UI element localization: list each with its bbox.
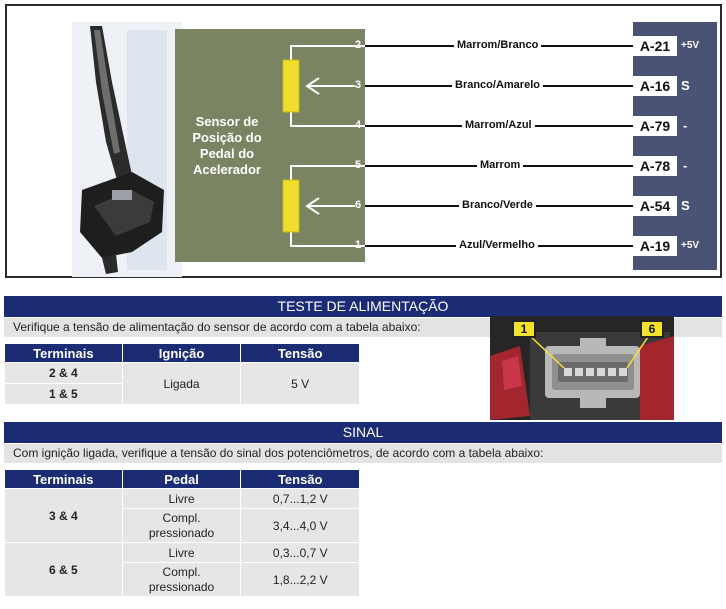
pedal-cell: Compl. pressionado [121, 508, 242, 543]
table-header-row: Terminais Pedal Tensão [4, 469, 360, 489]
table-row: 1 & 5 [4, 383, 360, 405]
ignicao-cell: Ligada [121, 362, 242, 405]
terminal-label: A-54 [633, 196, 677, 216]
column-header: Terminais [4, 343, 123, 363]
section-title-alimentacao: TESTE DE ALIMENTAÇÃO [4, 296, 722, 317]
table-row: 2 & 4 Ligada 5 V [4, 362, 360, 405]
signal-label: +5V [681, 40, 700, 51]
pin-number: 1 [355, 239, 362, 251]
table-sinal: Terminais Pedal Tensão 3 & 4 Livre 0,7..… [4, 469, 360, 597]
pin-1-callout: 1 [512, 320, 536, 338]
column-header: Tensão [240, 343, 360, 363]
table-row: Compl. pressionado 3,4...4,0 V [5, 508, 360, 543]
pin-number: 5 [355, 159, 362, 171]
pedal-cell: Livre [121, 488, 242, 509]
wiring-diagram: Sensor de Posição do Pedal do Acelerador… [5, 4, 722, 278]
instruction-sinal: Com ignição ligada, verifique a tensão d… [4, 444, 722, 463]
table-row: 3 & 4 Livre 0,7...1,2 V [4, 488, 360, 543]
wire-color-label: Azul/Vermelho [456, 239, 538, 251]
ecu-connector [633, 22, 717, 270]
table-header-row: Terminais Ignição Tensão [4, 343, 360, 363]
table-alimentacao: Terminais Ignição Tensão 2 & 4 Ligada 5 … [4, 343, 360, 405]
pin-6-callout: 6 [640, 320, 664, 338]
wire-color-label: Marrom/Branco [454, 39, 542, 51]
wire-color-label: Branco/Verde [459, 199, 536, 211]
tensao-cell: 0,3...0,7 V [240, 542, 360, 563]
sensor-label: Sensor de Posição do Pedal do Acelerador [192, 114, 262, 177]
terminals-cell: 6 & 5 [4, 542, 123, 597]
wire-color-label: Marrom/Azul [462, 119, 535, 131]
terminals-cell: 3 & 4 [4, 488, 123, 543]
column-header: Terminais [4, 469, 123, 489]
terminals-cell: 1 & 5 [4, 383, 123, 405]
tensao-cell: 1,8...2,2 V [240, 562, 360, 597]
column-header: Pedal [121, 469, 242, 489]
pin-number: 2 [355, 39, 362, 51]
wire-color-label: Marrom [477, 159, 524, 171]
tensao-cell: 0,7...1,2 V [240, 488, 360, 509]
signal-label: S [681, 78, 690, 93]
terminal-label: A-79 [633, 116, 677, 136]
column-header: Tensão [240, 469, 360, 489]
accelerator-pedal-image [72, 22, 182, 277]
signal-label: +5V [681, 240, 700, 251]
pin-number: 3 [355, 79, 362, 91]
terminals-cell: 2 & 4 [4, 362, 123, 384]
pin-number: 4 [355, 119, 362, 131]
table-row: Compl. pressionado 1,8...2,2 V [5, 562, 360, 597]
pin-number: 6 [355, 199, 362, 211]
terminal-label: A-16 [633, 76, 677, 96]
signal-label: - [683, 158, 688, 173]
pedal-cell: Livre [121, 542, 242, 563]
sensor-body [175, 29, 365, 262]
table-row: 6 & 5 Livre 0,3...0,7 V [4, 542, 360, 597]
section-title-sinal: SINAL [4, 422, 722, 443]
potentiometer-2 [282, 179, 300, 233]
wire-color-label: Branco/Amarelo [452, 79, 543, 91]
tensao-cell: 3,4...4,0 V [240, 508, 360, 543]
connector-photo: 1 6 [490, 316, 674, 420]
potentiometer-1 [282, 59, 300, 113]
terminal-label: A-21 [633, 36, 677, 56]
terminal-label: A-78 [633, 156, 677, 176]
column-header: Ignição [121, 343, 242, 363]
wiring-lines [282, 45, 633, 247]
signal-label: S [681, 198, 690, 213]
pedal-cell: Compl. pressionado [121, 562, 242, 597]
signal-label: - [683, 118, 688, 133]
terminal-label: A-19 [633, 236, 677, 256]
tensao-cell: 5 V [240, 362, 360, 405]
